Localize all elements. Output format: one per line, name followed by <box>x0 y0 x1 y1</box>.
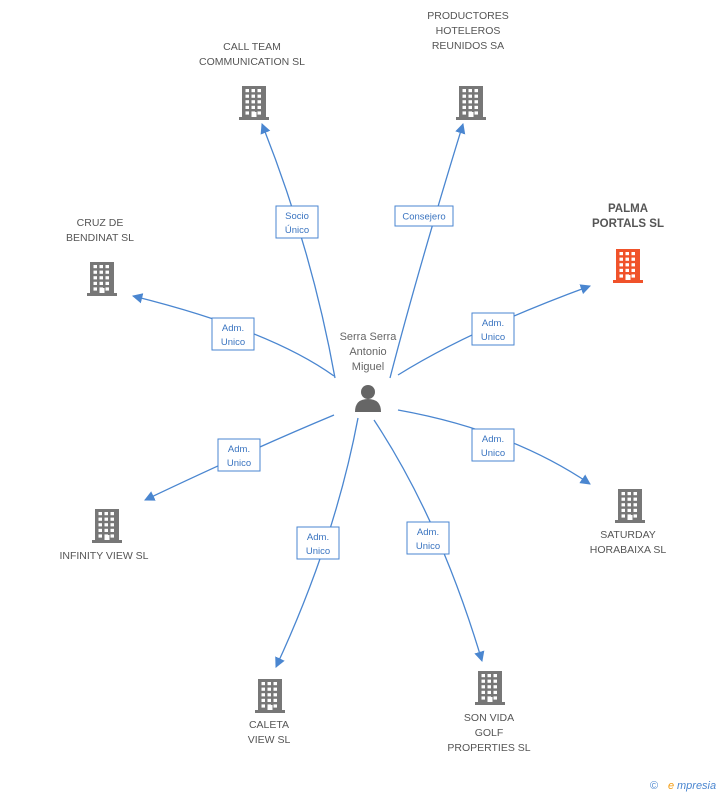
building-icon <box>615 489 645 523</box>
building-icon <box>255 679 285 713</box>
company-label: HOTELEROS <box>436 25 501 37</box>
relation-text: Socio <box>285 211 309 222</box>
company-label: BENDINAT SL <box>66 232 134 244</box>
company-node-cruz-bendinat[interactable]: CRUZ DE BENDINAT SL <box>66 217 134 296</box>
company-label: CALL TEAM <box>223 41 281 53</box>
relation-text: Adm. <box>222 323 244 334</box>
brand-name: mpresia <box>677 780 716 792</box>
relation-label-caleta-view[interactable]: Adm. Unico <box>296 526 340 560</box>
company-node-productores[interactable]: PRODUCTORES HOTELEROS REUNIDOS SA <box>427 10 509 120</box>
company-label: SATURDAY <box>600 529 656 541</box>
company-label: VIEW SL <box>248 734 291 746</box>
brand-initial: e <box>668 780 674 792</box>
person-name-line: Serra Serra <box>340 331 398 343</box>
company-node-son-vida[interactable]: SON VIDA GOLF PROPERTIES SL <box>447 671 531 754</box>
relation-text: Adm. <box>228 444 250 455</box>
nodes-layer: CALL TEAM COMMUNICATION SL PRODUCTORES HOTE… <box>59 10 666 754</box>
relation-label-son-vida[interactable]: Adm. Unico <box>406 521 450 555</box>
edge-call-team <box>260 123 336 379</box>
company-label: CRUZ DE <box>77 217 124 229</box>
company-node-palma-portals[interactable]: PALMA PORTALS SL <box>592 203 664 283</box>
company-label: COMMUNICATION SL <box>199 56 305 68</box>
building-icon <box>475 671 505 705</box>
relation-label-palma-portals[interactable]: Adm. Unico <box>471 312 515 346</box>
relation-text: Único <box>285 225 309 236</box>
building-icon <box>87 262 117 296</box>
company-label: REUNIDOS SA <box>432 40 504 52</box>
relation-text: Unico <box>306 546 330 557</box>
relation-text: Consejero <box>402 212 445 223</box>
relation-label-saturday[interactable]: Adm. Unico <box>471 428 515 462</box>
company-node-saturday[interactable]: SATURDAY HORABAIXA SL <box>590 489 667 556</box>
company-label: CALETA <box>249 719 289 731</box>
relation-label-productores[interactable]: Consejero <box>394 205 454 227</box>
company-node-caleta-view[interactable]: CALETA VIEW SL <box>248 679 291 746</box>
relation-text: Adm. <box>482 318 504 329</box>
company-node-infinity-view[interactable]: INFINITY VIEW SL <box>59 509 149 562</box>
building-icon <box>456 86 486 120</box>
person-icon <box>355 385 381 412</box>
copyright-symbol: © <box>650 780 658 792</box>
building-icon <box>239 86 269 120</box>
person-name-line: Antonio <box>349 346 386 358</box>
building-icon <box>613 249 643 283</box>
relation-label-infinity-view[interactable]: Adm. Unico <box>217 438 261 472</box>
company-label: INFINITY VIEW SL <box>59 550 148 562</box>
company-label: SON VIDA <box>464 712 514 724</box>
relation-text: Unico <box>227 458 251 469</box>
relation-text: Unico <box>416 541 440 552</box>
relation-text: Unico <box>221 337 245 348</box>
edges-layer: SocioÚnicoConsejeroAdm.UnicoAdm.UnicoAdm… <box>131 123 591 668</box>
edge-productores <box>389 123 466 379</box>
relation-text: Unico <box>481 448 505 459</box>
relation-text: Unico <box>481 332 505 343</box>
building-icon <box>92 509 122 543</box>
company-label: PALMA <box>608 203 648 215</box>
company-label: GOLF <box>475 727 504 739</box>
company-node-call-team[interactable]: CALL TEAM COMMUNICATION SL <box>199 41 305 120</box>
relation-text: Adm. <box>417 527 439 538</box>
company-label: PROPERTIES SL <box>447 742 530 754</box>
person-name-line: Miguel <box>352 361 384 373</box>
company-label: PORTALS SL <box>592 218 664 230</box>
company-label: PRODUCTORES <box>427 10 508 22</box>
company-label: HORABAIXA SL <box>590 544 667 556</box>
relation-text: Adm. <box>307 532 329 543</box>
relation-label-cruz-bendinat[interactable]: Adm. Unico <box>211 317 255 351</box>
relation-text: Adm. <box>482 434 504 445</box>
